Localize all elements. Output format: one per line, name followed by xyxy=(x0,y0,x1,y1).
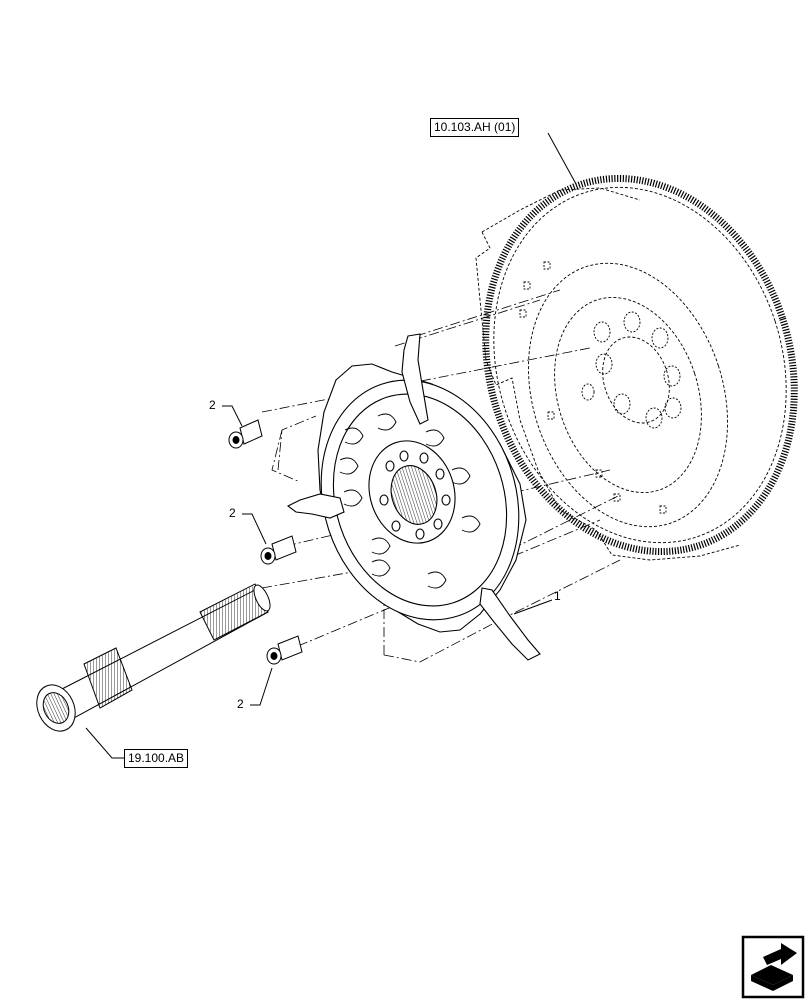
diaphragm-fingers xyxy=(339,413,481,589)
leader-lines xyxy=(85,132,577,759)
flywheel-face xyxy=(528,262,728,528)
next-page-arrow-icon-graphic xyxy=(741,935,805,999)
callout-bolt-upper: 2 xyxy=(209,398,216,412)
leader-clutch xyxy=(513,599,553,615)
input-shaft-reference-label[interactable]: 19.100.AB xyxy=(124,749,189,768)
leader-bolt-middle xyxy=(242,513,267,545)
flywheel-dowel-pins xyxy=(519,261,667,514)
flywheel-ring-gear xyxy=(482,174,798,556)
hub-rivets xyxy=(379,450,451,540)
flywheel-reference-label[interactable]: 10.103.AH (01) xyxy=(430,118,520,137)
bolt-upper xyxy=(228,419,263,449)
flywheel-bolt-holes xyxy=(581,311,682,429)
release-lever-left xyxy=(286,493,345,519)
bolt-lower xyxy=(266,635,303,665)
release-lever-top xyxy=(401,333,429,425)
callout-bolt-middle: 2 xyxy=(229,506,236,520)
clutch-pressure-plate xyxy=(286,333,541,661)
bolt-middle xyxy=(260,535,297,565)
leader-flywheel xyxy=(547,132,577,185)
flywheel xyxy=(475,174,798,561)
leader-input-shaft xyxy=(85,727,124,759)
callout-bolt-lower: 2 xyxy=(237,697,244,711)
leader-bolt-upper xyxy=(222,405,243,427)
leader-bolt-lower xyxy=(250,667,273,706)
input-shaft xyxy=(36,583,271,732)
release-lever-bottom xyxy=(479,587,541,661)
next-page-arrow-icon[interactable] xyxy=(741,935,805,999)
callout-clutch-assembly: 1 xyxy=(554,589,561,603)
flywheel-housing xyxy=(475,187,741,561)
